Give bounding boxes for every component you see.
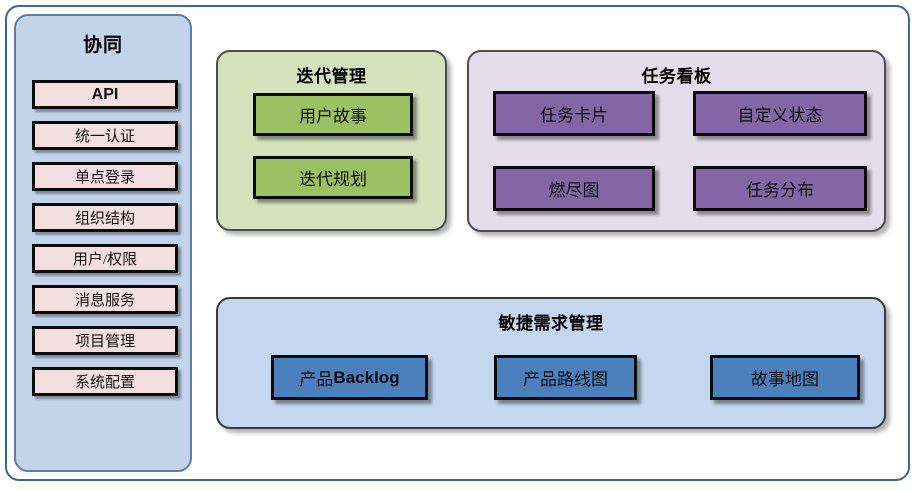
sidebar-item-unified-auth[interactable]: 统一认证: [32, 121, 178, 150]
node-story-map[interactable]: 故事地图: [710, 355, 860, 400]
sidebar-item-project-management[interactable]: 项目管理: [32, 326, 178, 355]
sidebar-item-message-service[interactable]: 消息服务: [32, 285, 178, 314]
panel-task-board: 任务看板 任务卡片 自定义状态 燃尽图 任务分布: [467, 50, 886, 232]
panel-iteration-title: 迭代管理: [296, 67, 367, 86]
sidebar-item-org-structure[interactable]: 组织结构: [32, 203, 178, 232]
node-product-backlog-suffix: Backlog: [333, 367, 400, 387]
node-custom-status[interactable]: 自定义状态: [693, 91, 867, 136]
node-task-distribution[interactable]: 任务分布: [693, 166, 867, 211]
sidebar-collaboration-panel: 协同 API 统一认证 单点登录 组织结构 用户/权限 消息服务 项目管理 系统…: [14, 14, 192, 472]
sidebar-item-system-config[interactable]: 系统配置: [32, 367, 178, 396]
node-burndown-chart[interactable]: 燃尽图: [493, 166, 655, 211]
sidebar-title: 协同: [82, 35, 123, 56]
sidebar-item-list: API 统一认证 单点登录 组织结构 用户/权限 消息服务 项目管理 系统配置: [32, 80, 178, 408]
sidebar-item-single-sign-on[interactable]: 单点登录: [32, 162, 178, 191]
node-product-backlog-prefix: 产品: [299, 370, 334, 389]
panel-iteration-management: 迭代管理 用户故事 迭代规划: [216, 50, 447, 231]
sidebar-item-api[interactable]: API: [32, 80, 178, 109]
node-product-roadmap[interactable]: 产品路线图: [494, 355, 637, 400]
node-user-story[interactable]: 用户故事: [253, 93, 413, 136]
node-iteration-planning[interactable]: 迭代规划: [253, 156, 413, 199]
panel-task-board-title: 任务看板: [641, 67, 712, 86]
sidebar-item-user-permission[interactable]: 用户/权限: [32, 244, 178, 273]
panel-agile-title: 敏捷需求管理: [498, 314, 604, 333]
node-task-card[interactable]: 任务卡片: [493, 91, 655, 136]
